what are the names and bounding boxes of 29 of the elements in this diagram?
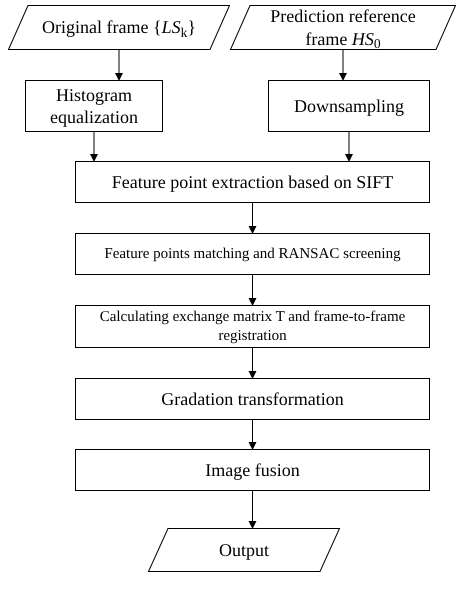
arrow — [248, 490, 256, 529]
arrow — [248, 420, 256, 450]
node-label: Original frame {LS$_{k}$} — [42, 16, 196, 39]
input-output-parallelogram — [8, 5, 230, 50]
arrow — [339, 50, 347, 81]
node-label: Histogram equalization — [49, 84, 139, 128]
arrow — [90, 132, 98, 162]
process-box — [75, 161, 430, 203]
process-box — [75, 233, 430, 275]
process-box — [268, 80, 430, 132]
process-box — [25, 80, 163, 132]
arrow — [115, 50, 123, 81]
node-label: Prediction reference frame HS$_{0}$ — [269, 5, 417, 50]
input-output-parallelogram — [230, 5, 456, 50]
input-output-parallelogram — [148, 528, 340, 572]
node-label: Downsampling — [294, 94, 404, 118]
arrow — [248, 348, 256, 379]
process-box — [75, 305, 430, 348]
node-label: Feature point extraction based on SIFT — [112, 170, 394, 194]
node-label: Calculating exchange matrix T and frame-to-frame registration — [98, 308, 406, 346]
node-label: Output — [218, 538, 269, 562]
arrow — [248, 274, 256, 306]
arrow — [345, 132, 353, 162]
process-box — [75, 378, 430, 420]
node-label: Gradation transformation — [161, 388, 344, 410]
process-box — [75, 449, 430, 491]
node-label: Feature points matching and RANSAC screening — [104, 244, 401, 264]
node-label: Image fusion — [205, 458, 300, 482]
arrow — [248, 202, 256, 234]
